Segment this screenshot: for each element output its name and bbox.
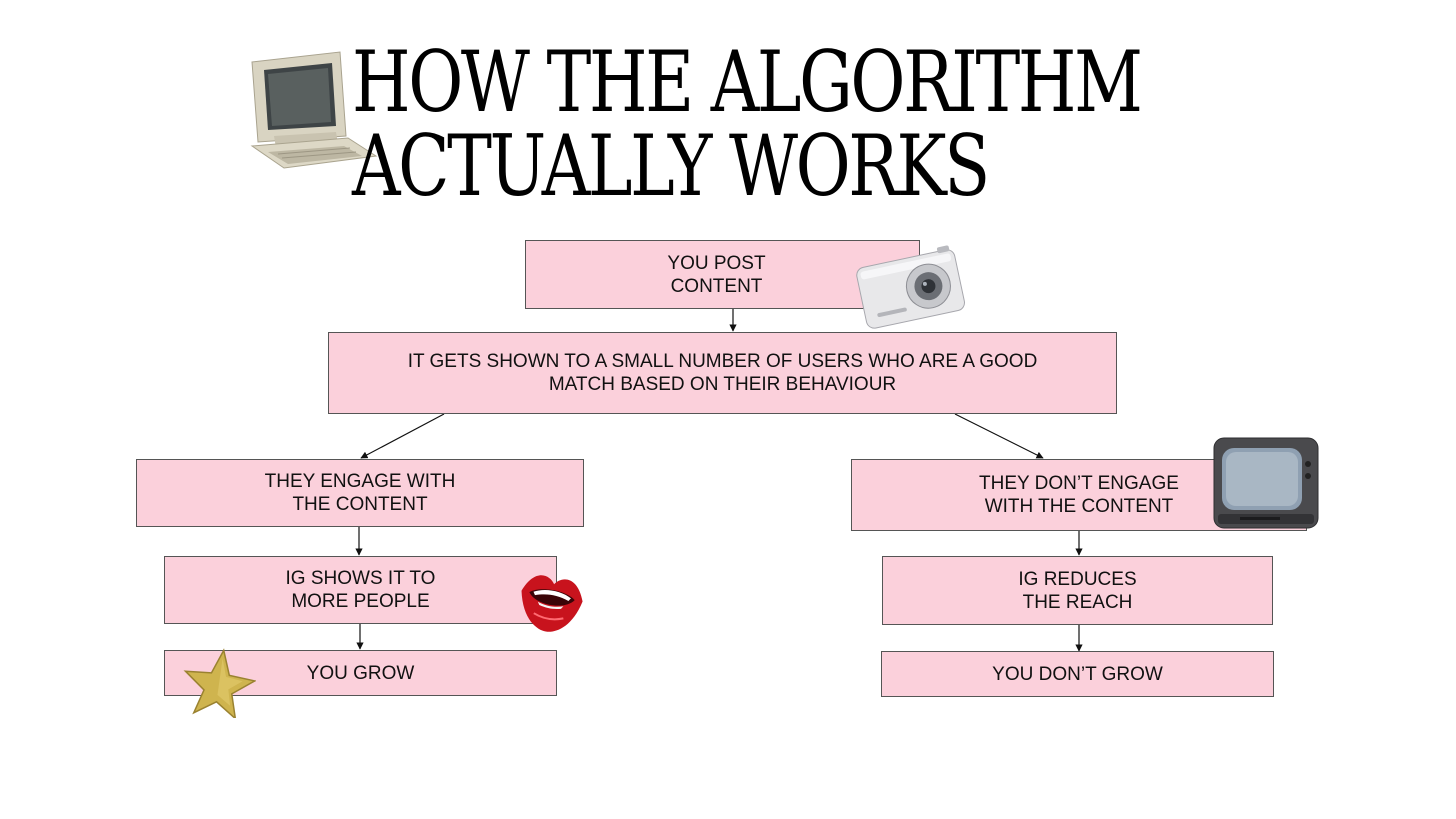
star-icon [183,648,256,718]
box-shown-to-small-number: IT GETS SHOWN TO A SMALL NUMBER OF USERS… [328,332,1117,414]
box-you-dont-grow: YOU DON’T GROW [881,651,1274,697]
arrow-shown-to-engage [360,413,445,459]
box-ig-shows-more-people: IG SHOWS IT TO MORE PEOPLE [164,556,557,624]
camera-icon [856,245,965,329]
computer-icon [250,51,378,169]
tv-icon [1213,437,1319,529]
arrow-shown-to-no-engage [954,413,1044,459]
title-line-2: ACTUALLY WORKS [352,117,990,215]
box-ig-reduces-reach: IG REDUCES THE REACH [882,556,1273,625]
box-they-engage: THEY ENGAGE WITH THE CONTENT [136,459,584,527]
box-you-post-content: YOU POST CONTENT [525,240,920,309]
lips-icon [521,575,583,632]
